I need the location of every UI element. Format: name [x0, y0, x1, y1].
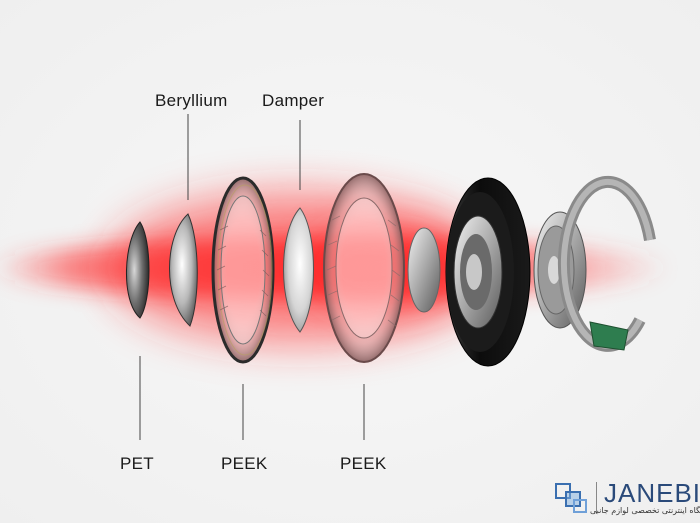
watermark-divider: [596, 482, 597, 514]
janebi-watermark: JANEBI فروشگاه اینترنتی تخصصی لوازم جانب…: [552, 478, 700, 518]
leader-lines: [139, 114, 365, 440]
label-beryllium: Beryllium: [155, 91, 228, 110]
peek-ring-right: [323, 173, 405, 363]
beryllium-diaphragm: [169, 213, 198, 327]
cube-logo-icon: [555, 483, 587, 513]
retaining-ring: [557, 175, 656, 352]
watermark-name: JANEBI: [604, 478, 700, 508]
pet-diaphragm: [125, 221, 150, 319]
label-damper: Damper: [262, 91, 325, 110]
peek-ring-left: [211, 176, 275, 364]
label-pet: PET: [120, 454, 154, 473]
label-peek-left: PEEK: [221, 454, 268, 473]
magnet-assembly: [445, 177, 531, 367]
damper: [283, 207, 314, 333]
top-plate: [407, 227, 441, 313]
label-peek-right: PEEK: [340, 454, 387, 473]
watermark-tagline: فروشگاه اینترنتی تخصصی لوازم جانبی: [590, 506, 700, 515]
